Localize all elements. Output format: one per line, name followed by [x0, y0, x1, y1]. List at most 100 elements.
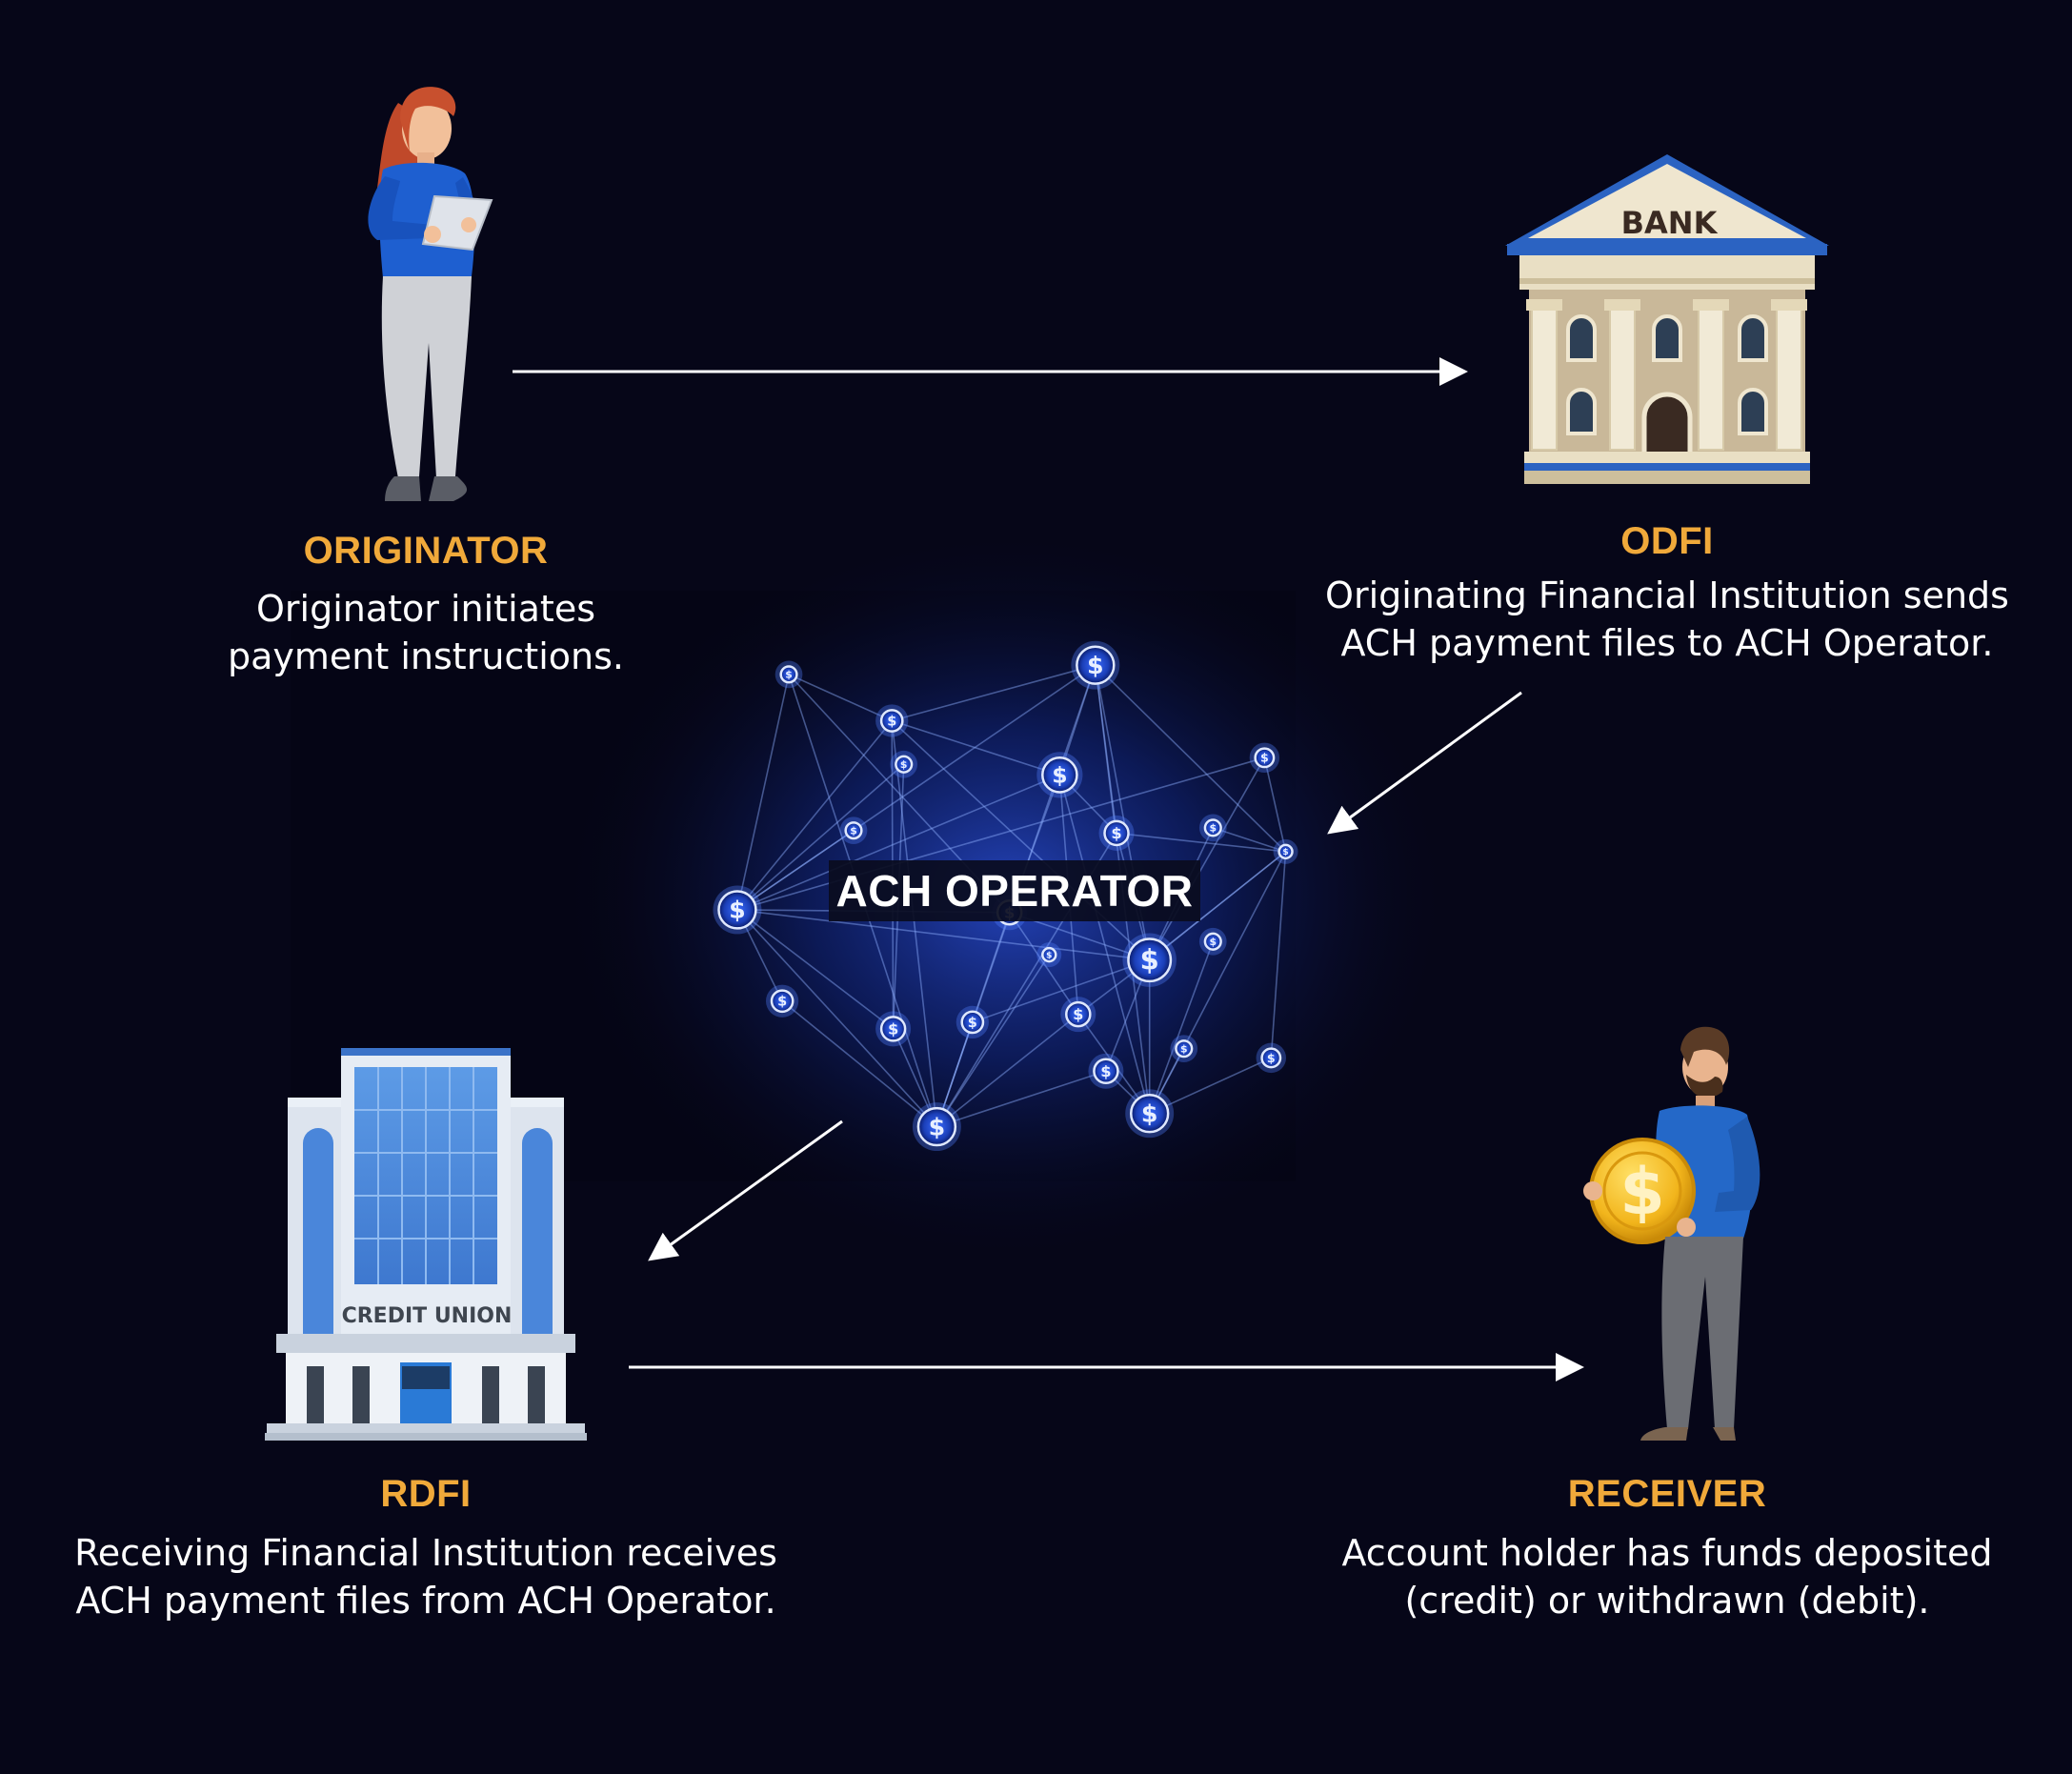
network-link [736, 674, 790, 911]
svg-text:$: $ [729, 897, 746, 924]
rdfi-title: RDFI [380, 1473, 472, 1515]
credit-union-sign: CREDIT UNION [342, 1304, 513, 1328]
network-link [891, 719, 1060, 776]
dollar-node-icon: $ [1036, 752, 1083, 798]
network-link [1148, 756, 1266, 961]
originator-title: ORIGINATOR [303, 530, 549, 572]
dollar-node-icon: $ [839, 816, 868, 845]
dollar-node-icon: $ [713, 885, 762, 935]
dollar-node-icon: $ [1036, 942, 1062, 968]
svg-text:$: $ [968, 1016, 977, 1031]
dollar-node-icon: $ [774, 660, 803, 689]
svg-text:$: $ [1100, 1062, 1111, 1080]
network-link [1149, 851, 1287, 961]
dollar-node-icon: $ [1060, 997, 1096, 1033]
odfi-line-1: Originating Financial Institution sends [1325, 575, 2009, 616]
network-link [1009, 912, 1079, 1016]
credit-union-building-icon: CREDIT UNION [265, 1048, 587, 1441]
originator-line-1: Originator initiates [255, 588, 595, 630]
network-link [1095, 664, 1287, 853]
network-link [1263, 757, 1287, 853]
svg-text:$: $ [1073, 1005, 1083, 1023]
dollar-node-icon: $ [1122, 933, 1177, 987]
svg-text:$: $ [1260, 751, 1269, 765]
network-link [1116, 832, 1286, 853]
dollar-node-icon: $ [875, 1011, 912, 1047]
dollar-node-icon: $ [1198, 814, 1227, 842]
dollar-node-icon: $ [1170, 1035, 1198, 1063]
network-link [892, 664, 1096, 722]
dollar-node-icon: $ [1125, 1089, 1175, 1139]
dollar-node-icon: $ [1273, 838, 1298, 864]
svg-text:$: $ [1209, 822, 1217, 835]
coin-dollar-sign: $ [1619, 1155, 1664, 1230]
receiver-line-2: (credit) or withdrawn (debit). [1404, 1580, 1930, 1622]
dollar-node-icon: $ [1088, 1053, 1124, 1089]
network-link [1149, 1057, 1272, 1115]
receiver-title: RECEIVER [1567, 1473, 1767, 1515]
svg-text:$: $ [1141, 1099, 1158, 1127]
network-link [935, 954, 1050, 1128]
dollar-node-icon: $ [1249, 742, 1280, 774]
network-link [736, 909, 895, 1030]
dollar-node-icon: $ [1198, 927, 1227, 956]
svg-text:$: $ [1046, 951, 1052, 960]
dollar-node-icon: $ [1256, 1042, 1287, 1074]
odfi-description: Originating Financial Institution sends … [1281, 572, 2053, 667]
originator-description: Originator initiates payment instruction… [188, 585, 664, 680]
network-link [736, 774, 1060, 911]
dollar-node-icon: $ [890, 750, 918, 778]
svg-text:$: $ [887, 714, 896, 729]
odfi-line-2: ACH payment files to ACH Operator. [1340, 622, 1994, 664]
network-link [1095, 665, 1117, 834]
dollar-node-icon: $ [956, 1005, 989, 1039]
network-link [936, 1070, 1107, 1128]
dollar-node-icon: $ [1071, 640, 1120, 690]
svg-text:$: $ [785, 669, 793, 681]
svg-text:$: $ [1267, 1051, 1276, 1065]
network-link [736, 909, 1150, 961]
network-link [1213, 827, 1286, 853]
dollar-node-icon: $ [765, 984, 799, 1018]
arrow-odfi-to-operator [1327, 691, 1522, 835]
svg-text:$: $ [1180, 1042, 1188, 1055]
rdfi-description: Receiving Financial Institution receives… [40, 1529, 812, 1624]
network-link [1148, 940, 1215, 1114]
svg-text:$: $ [900, 758, 908, 771]
svg-text:$: $ [777, 995, 787, 1010]
receiver-line-1: Account holder has funds deposited [1341, 1532, 1993, 1574]
network-link [736, 756, 1265, 911]
arrow-operator-to-rdfi [648, 1119, 843, 1261]
bank-building-icon: BANK [1505, 154, 1829, 484]
network-link [1149, 851, 1287, 961]
network-link [1270, 851, 1287, 1058]
dollar-node-icon: $ [912, 1102, 961, 1152]
flow-arrows [513, 357, 1584, 1381]
woman-with-tablet-icon [368, 87, 493, 501]
svg-text:$: $ [888, 1019, 898, 1038]
man-holding-coin-icon: $ [1583, 1026, 1760, 1441]
network-link [736, 664, 1096, 911]
network-link [781, 1000, 937, 1128]
network-link [736, 719, 893, 911]
svg-text:$: $ [850, 824, 857, 837]
svg-text:$: $ [1140, 944, 1159, 977]
network-link [1058, 775, 1151, 1114]
dollar-node-icon: $ [1098, 815, 1135, 851]
svg-text:$: $ [1052, 761, 1067, 788]
receiver-description: Account holder has funds deposited (cred… [1310, 1529, 2024, 1624]
rdfi-line-1: Receiving Financial Institution receives [74, 1532, 777, 1574]
network-link [935, 1013, 1079, 1128]
dollar-node-icon: $ [875, 704, 909, 737]
network-link [891, 720, 938, 1127]
network-link [788, 674, 893, 722]
svg-text:$: $ [1209, 936, 1217, 948]
network-link [736, 909, 937, 1128]
svg-text:$: $ [1282, 848, 1288, 857]
bank-sign: BANK [1621, 205, 1719, 241]
originator-line-2: payment instructions. [228, 635, 624, 677]
ach-operator-label: ACH OPERATOR [829, 860, 1200, 921]
svg-text:$: $ [1087, 652, 1104, 679]
svg-text:$: $ [1111, 824, 1121, 842]
network-link [1148, 851, 1287, 1115]
